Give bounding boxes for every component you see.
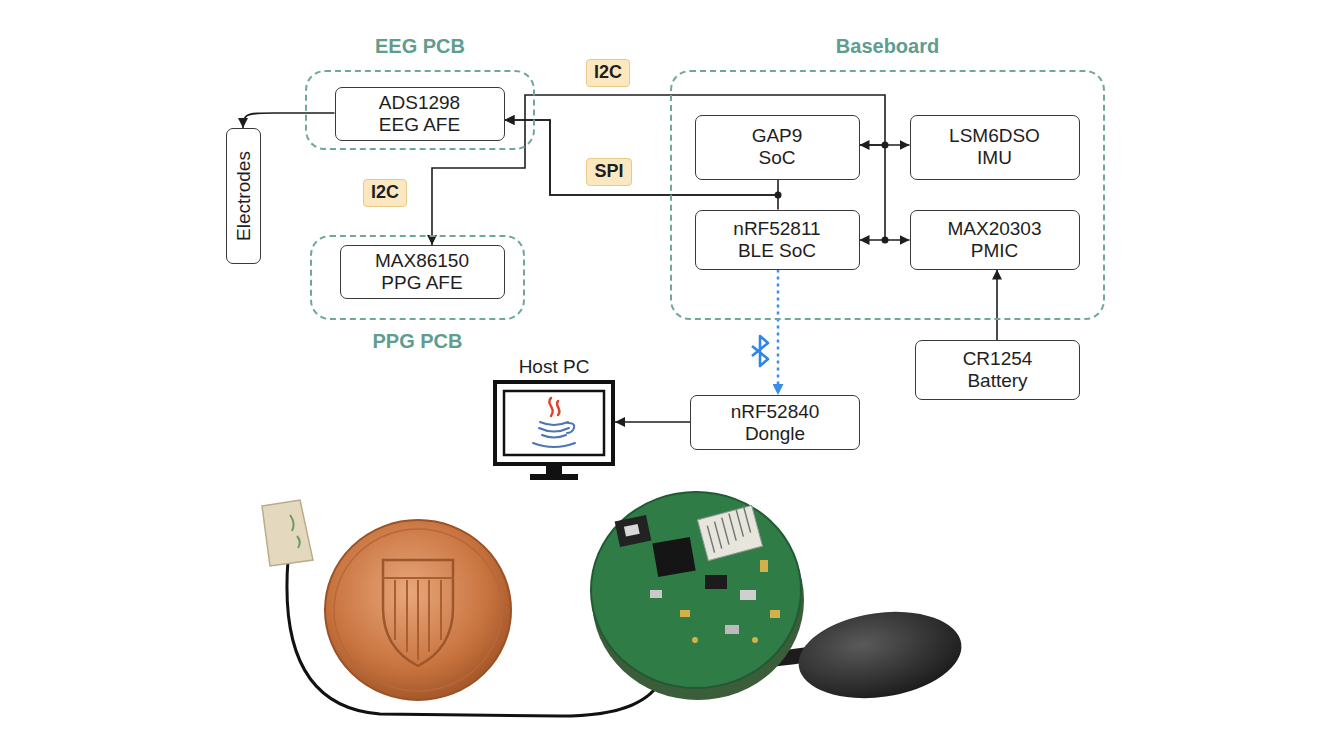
monitor-frame bbox=[495, 382, 613, 464]
via bbox=[752, 637, 758, 643]
pcb-group: BaseboardGAP9 SoCLSM6DSO IMUnRF52811 BLE… bbox=[670, 70, 1105, 320]
electrodes-box: Electrodes bbox=[226, 128, 261, 264]
component bbox=[705, 575, 727, 589]
bus-label: SPI bbox=[586, 158, 631, 186]
bus-wire bbox=[884, 145, 886, 240]
pcb-group: EEG PCBADS1298 EEG AFE bbox=[305, 70, 535, 150]
box-label: nRF52811 BLE SoC bbox=[725, 218, 830, 262]
pcb-group: PPG PCBMAX86150 PPG AFE bbox=[310, 235, 525, 320]
box-label: LSM6DSO IMU bbox=[940, 125, 1050, 169]
chip-box: nRF52811 BLE SoC bbox=[695, 210, 860, 270]
box-label: CR1254 Battery bbox=[948, 348, 1048, 392]
box-label: ADS1298 EEG AFE bbox=[370, 92, 470, 136]
chip-box: nRF52840 Dongle bbox=[690, 395, 860, 450]
box-label: Electrodes bbox=[233, 151, 255, 241]
battery-box: CR1254 Battery bbox=[915, 340, 1080, 400]
box-label: nRF52840 Dongle bbox=[720, 401, 830, 445]
monitor-screen bbox=[504, 391, 604, 455]
electrode-pad bbox=[793, 602, 967, 708]
signal-connector bbox=[243, 113, 335, 128]
monitor-base bbox=[530, 474, 578, 480]
chip-box: LSM6DSO IMU bbox=[910, 115, 1080, 180]
chip-box: GAP9 SoC bbox=[695, 115, 860, 180]
box-label: MAX20303 PMIC bbox=[937, 218, 1052, 262]
shield-stripes bbox=[383, 578, 453, 660]
chip-box: MAX20303 PMIC bbox=[910, 210, 1080, 270]
component bbox=[680, 610, 690, 617]
monitor-neck bbox=[546, 464, 562, 474]
component bbox=[770, 610, 780, 618]
box-label: GAP9 SoC bbox=[742, 125, 812, 169]
group-heading: PPG PCB bbox=[312, 330, 523, 353]
penny-shield bbox=[383, 560, 453, 666]
bluetooth-symbol bbox=[752, 336, 768, 366]
signal-connector bbox=[996, 270, 998, 341]
component bbox=[650, 590, 662, 598]
signal-connector bbox=[860, 239, 910, 241]
chip-box: ADS1298 EEG AFE bbox=[335, 87, 505, 141]
group-heading: EEG PCB bbox=[307, 35, 533, 58]
patch-marking bbox=[290, 515, 300, 548]
component bbox=[740, 590, 756, 600]
component bbox=[725, 625, 739, 634]
java-steam bbox=[549, 398, 559, 416]
chip bbox=[652, 537, 695, 577]
ffc-contacts bbox=[705, 506, 753, 553]
pcb bbox=[591, 492, 801, 688]
electrode-patch bbox=[262, 500, 313, 566]
bus-label: I2C bbox=[363, 179, 407, 207]
bus-label: I2C bbox=[586, 59, 630, 87]
via bbox=[692, 637, 698, 643]
connector-slot bbox=[624, 524, 640, 537]
penny-rim bbox=[334, 529, 502, 691]
host-pc: Host PC bbox=[493, 356, 615, 484]
chip-box: MAX86150 PPG AFE bbox=[340, 245, 505, 299]
component bbox=[760, 560, 768, 572]
ffc-connector bbox=[698, 505, 763, 560]
group-heading: Baseboard bbox=[672, 35, 1103, 58]
box-label: MAX86150 PPG AFE bbox=[365, 250, 480, 294]
signal-connector bbox=[615, 421, 690, 423]
board-connector bbox=[615, 515, 652, 547]
penny bbox=[325, 520, 511, 700]
icon-label: Host PC bbox=[493, 356, 615, 378]
java-cup bbox=[533, 422, 575, 447]
bluetooth-link bbox=[777, 270, 780, 396]
